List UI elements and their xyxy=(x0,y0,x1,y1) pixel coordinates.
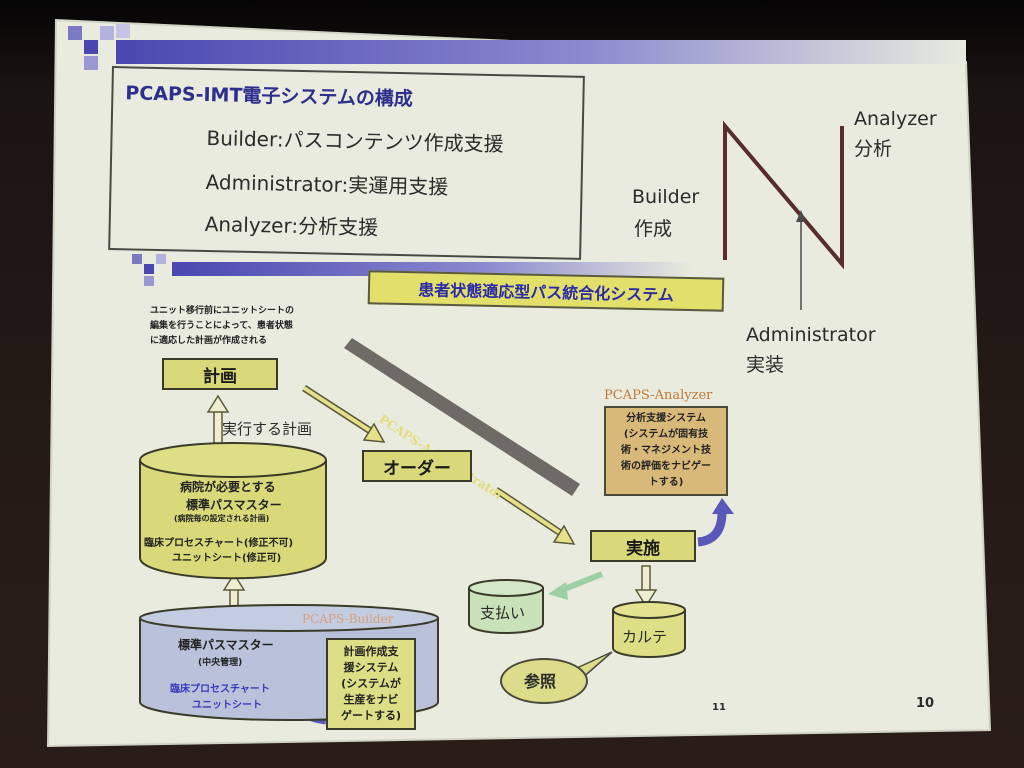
unit-sheet-note: ユニット移行前にユニットシートの 編集を行うことによって、患者状態 に適応した計… xyxy=(150,306,295,346)
hospital-db-line-3: (病院毎の設定される計画) xyxy=(174,514,270,523)
master-db-line-4: ユニットシート xyxy=(192,700,262,711)
n-admin-en: Administrator xyxy=(746,324,876,346)
n-builder-ja: 作成 xyxy=(634,218,673,240)
hospital-db-line-1: 病院が必要とする xyxy=(180,480,276,494)
analyzer-label: PCAPS-Analyzer xyxy=(604,388,713,403)
section-decoration-bar xyxy=(132,254,692,286)
n-analyzer-ja: 分析 xyxy=(854,138,893,160)
payment-label: 支払い xyxy=(480,604,526,622)
implement-box: 実施 xyxy=(590,530,696,562)
reference-bubble xyxy=(500,658,588,704)
inner-page-number: 11 xyxy=(712,702,726,713)
payment-cylinder xyxy=(468,579,544,634)
analysis-support-system-box: 分析支援システム (システムが固有技 術・マネジメント技 術の評価をナビゲー ト… xyxy=(604,406,728,496)
plan-box: 計画 xyxy=(162,358,278,390)
builder-label: PCAPS-Builder xyxy=(302,612,394,626)
hospital-master-cylinder xyxy=(139,442,327,580)
master-db-line-3: 臨床プロセスチャート xyxy=(170,684,270,695)
order-box: オーダー xyxy=(362,450,472,482)
plan-support-system-box: 計画作成支 援システム (システムが 生産をナビ ゲートする) xyxy=(326,638,416,730)
hospital-db-line-4: 臨床プロセスチャート(修正不可) xyxy=(144,538,294,549)
slide-page-number: 10 xyxy=(916,696,935,711)
medical-chart-label: カルテ xyxy=(622,628,668,646)
master-db-line-1: 標準パスマスター xyxy=(178,638,274,652)
title-decoration-bar xyxy=(68,24,966,70)
n-builder-en: Builder xyxy=(632,186,700,208)
n-admin-ja: 実装 xyxy=(746,354,785,376)
administrator-band xyxy=(344,338,580,496)
n-analyzer-en: Analyzer xyxy=(854,108,937,130)
hospital-db-line-2: 標準パスマスター xyxy=(186,498,282,512)
medical-chart-cylinder xyxy=(612,601,686,658)
executed-plan-label: 実行する計画 xyxy=(222,420,313,438)
n-cycle-diagram xyxy=(723,120,844,310)
master-db-line-2: (中央管理) xyxy=(198,658,243,668)
reference-label: 参照 xyxy=(524,672,557,691)
hospital-db-line-5: ユニットシート(修正可) xyxy=(172,553,282,564)
